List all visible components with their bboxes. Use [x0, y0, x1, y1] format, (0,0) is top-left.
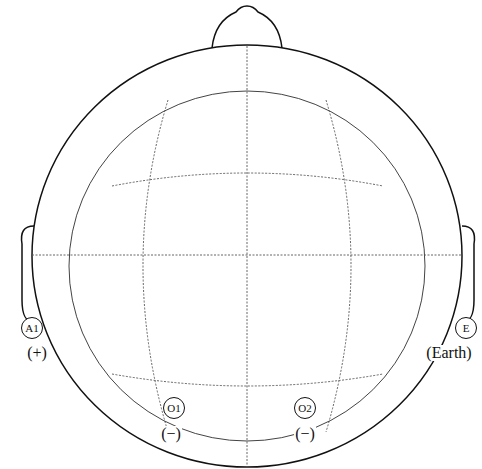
ear-line	[32, 255, 462, 256]
nose-outline	[212, 6, 282, 48]
polarity-label: (Earth)	[425, 345, 472, 361]
midline	[247, 46, 248, 466]
electrode: A1(+)	[21, 317, 43, 339]
right-ear	[462, 226, 475, 322]
electrode-name: E	[463, 323, 470, 334]
grid-arc	[112, 374, 383, 386]
grid-arc	[326, 100, 351, 432]
polarity-label: (+)	[26, 345, 48, 361]
electrode-name: A1	[25, 323, 38, 334]
electrode-name: O1	[167, 403, 180, 414]
electrode: E(Earth)	[455, 317, 477, 339]
grid-arc	[112, 173, 383, 186]
inner-ring	[69, 91, 425, 441]
electrode-name: O2	[298, 403, 311, 414]
polarity-label: (−)	[160, 426, 182, 442]
electrode: O1(−)	[163, 397, 185, 419]
grid-arc	[143, 100, 168, 432]
polarity-label: (−)	[294, 426, 316, 442]
electrode: O2(−)	[294, 397, 316, 419]
head-outline	[32, 45, 462, 467]
